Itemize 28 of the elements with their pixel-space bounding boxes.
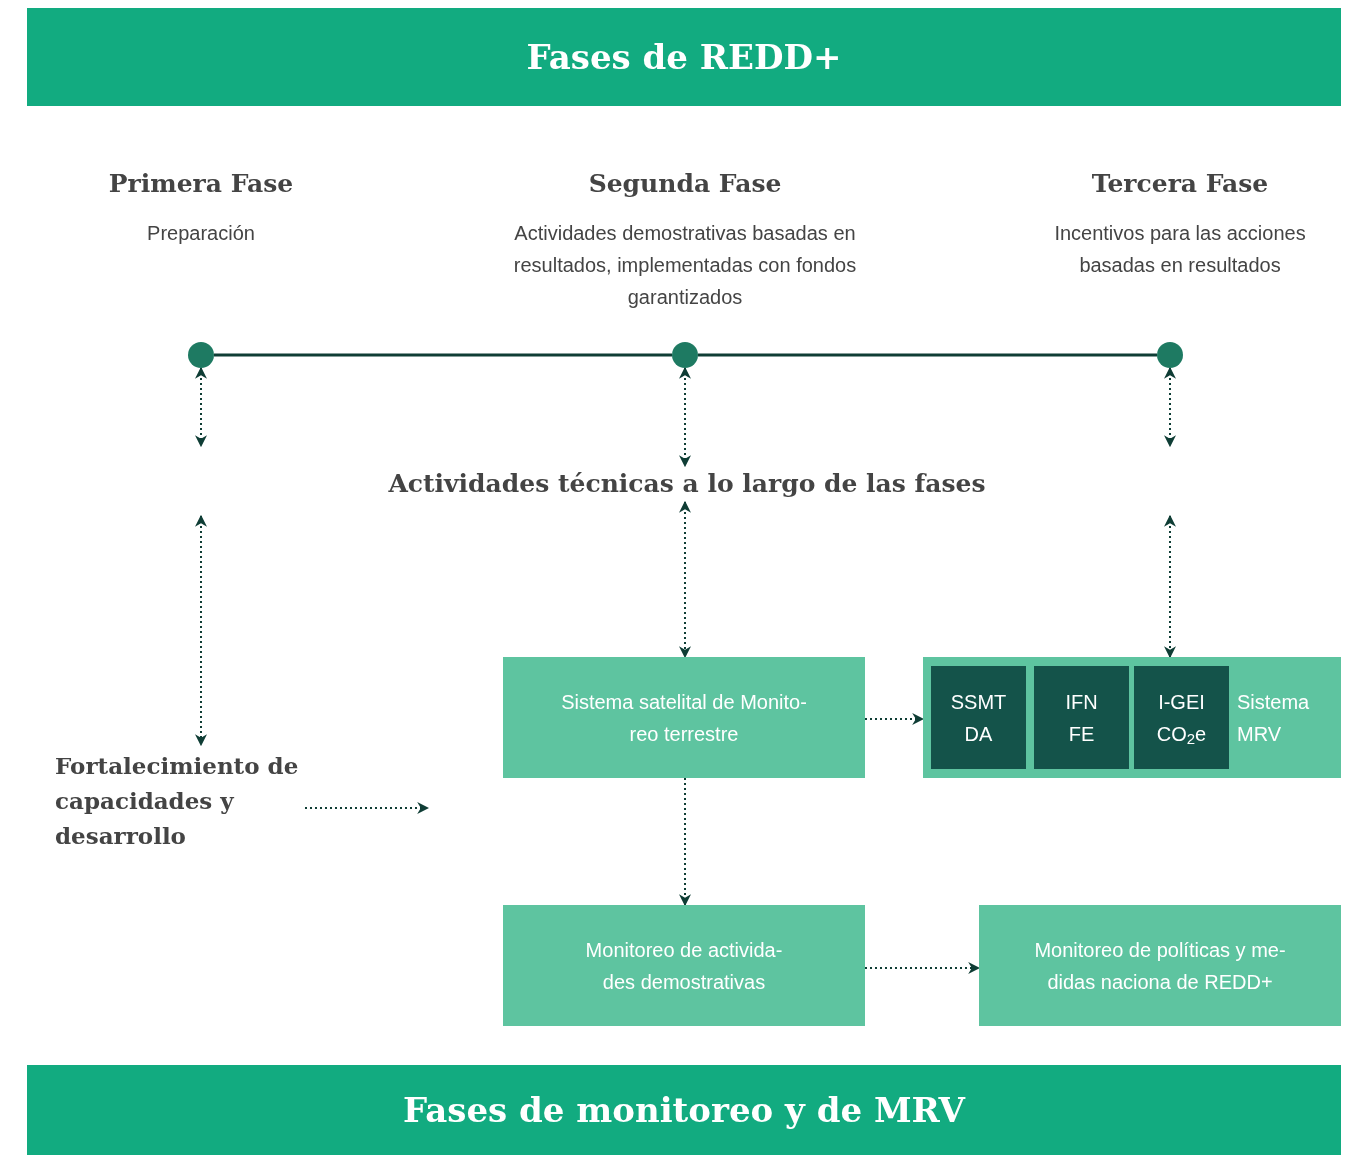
dotted-arrow <box>679 366 691 468</box>
component-box: I-GEI CO$_{2}$e <box>1134 666 1229 769</box>
section-heading: Actividades técnicas a lo largo de las fases <box>388 468 986 501</box>
title-banner: Fases de REDD+ <box>27 8 1341 106</box>
process-box: Monitoreo de activida- des demostrativas <box>503 905 865 1026</box>
phase-heading: Segunda Fase <box>588 168 782 200</box>
dotted-arrow <box>1164 514 1176 659</box>
dotted-arrow <box>195 514 207 747</box>
dotted-arrow <box>304 802 430 814</box>
process-box: Monitoreo de políticas y me- didas naciona de REDD+ <box>979 905 1341 1026</box>
footer-banner: Fases de monitoreo y de MRV <box>27 1065 1341 1155</box>
section-heading: Fortalecimiento de capacidades y desarrollo <box>55 750 300 851</box>
dotted-arrow <box>1164 366 1176 448</box>
phase-description: Preparación <box>147 220 255 246</box>
dotted-arrow <box>679 777 691 907</box>
timeline-line <box>214 353 672 357</box>
phase-heading: Tercera Fase <box>1091 168 1269 200</box>
component-box: IFN FE <box>1034 666 1129 769</box>
process-box: SSMT DA IFN FE I-GEI CO$_{2}$e Sistema MRV <box>923 657 1341 778</box>
phase-description: Incentivos para las acciones basadas en resultados <box>1053 220 1307 278</box>
phase-description: Actividades demostrativas basadas en resultados, implementadas con fondos garantizados <box>512 220 858 310</box>
dotted-arrow <box>195 366 207 448</box>
component-box: SSMT DA <box>931 666 1026 769</box>
timeline-line <box>698 353 1157 357</box>
process-box: Sistema satelital de Monito- reo terrestre <box>503 657 865 778</box>
dotted-arrow <box>679 500 691 659</box>
dotted-arrow <box>864 713 925 725</box>
phase-heading: Primera Fase <box>108 168 294 200</box>
